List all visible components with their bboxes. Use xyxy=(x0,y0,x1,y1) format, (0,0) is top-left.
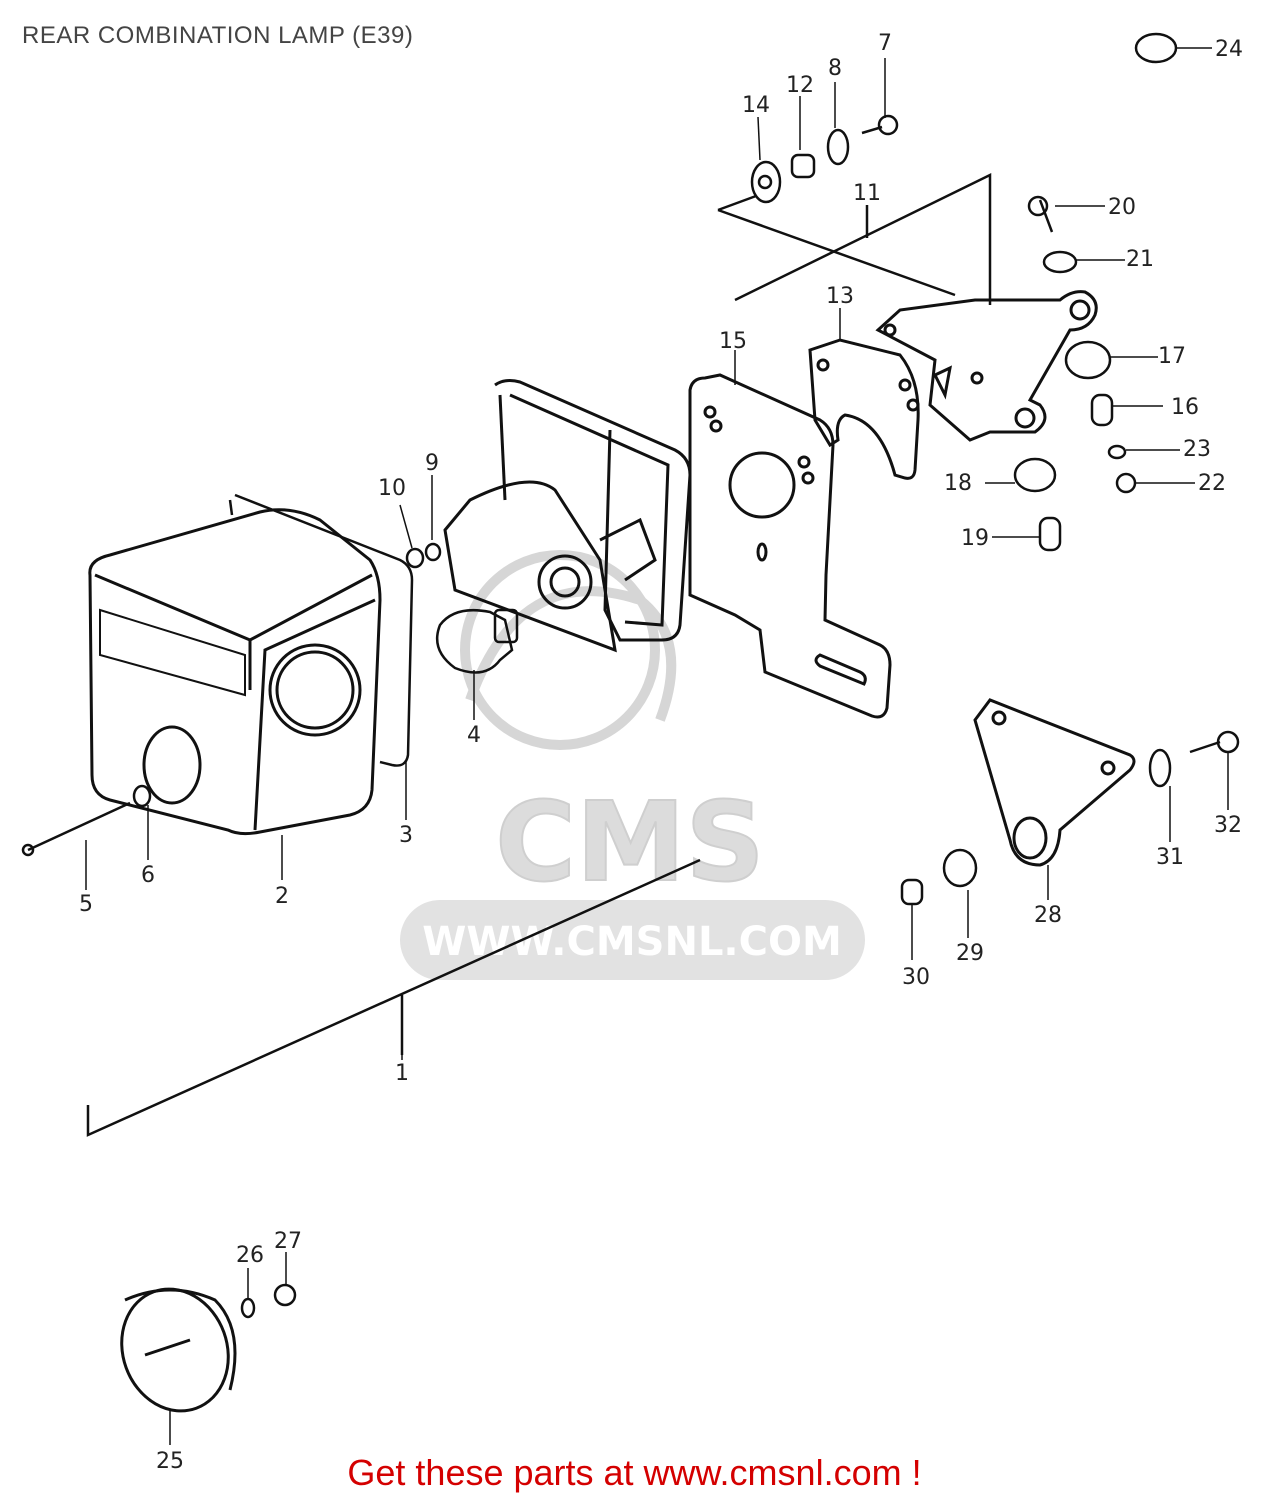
callout-20: 20 xyxy=(1108,195,1136,220)
watermark-url: WWW.CMSNL.COM xyxy=(422,919,842,965)
assembly-frame-1 xyxy=(86,858,701,1137)
callout-29: 29 xyxy=(956,941,984,966)
lamp-base-frame xyxy=(443,379,692,653)
callout-18: 18 xyxy=(944,471,972,496)
callout-5: 5 xyxy=(79,892,93,917)
callout-16: 16 xyxy=(1171,395,1199,420)
lamp-lens-housing xyxy=(88,508,382,836)
callout-8: 8 xyxy=(828,56,842,81)
assembly-frame-11 xyxy=(717,172,992,305)
callout-6: 6 xyxy=(141,863,155,888)
lamp-gasket xyxy=(228,493,414,767)
callout-28: 28 xyxy=(1034,903,1062,928)
small-hardware xyxy=(21,32,1240,1319)
bracket-lower xyxy=(973,698,1136,867)
callout-31: 31 xyxy=(1156,845,1184,870)
callout-26: 26 xyxy=(236,1243,264,1268)
leader-lines xyxy=(85,47,1229,1445)
watermark-logo: CMS xyxy=(495,778,764,906)
callout-27: 27 xyxy=(274,1229,302,1254)
callout-7: 7 xyxy=(878,31,892,56)
callout-25: 25 xyxy=(156,1449,184,1474)
callout-24: 24 xyxy=(1215,37,1243,62)
callout-30: 30 xyxy=(902,965,930,990)
callout-22: 22 xyxy=(1198,471,1226,496)
bracket-top xyxy=(875,290,1098,442)
page-title: REAR COMBINATION LAMP (E39) xyxy=(22,22,414,49)
spacer-plate xyxy=(808,338,920,480)
callout-3: 3 xyxy=(399,823,413,848)
mounting-plate xyxy=(688,373,892,719)
callout-23: 23 xyxy=(1183,437,1211,462)
callout-14: 14 xyxy=(742,93,770,118)
callout-19: 19 xyxy=(961,526,989,551)
callout-4: 4 xyxy=(467,723,481,748)
watermark xyxy=(400,550,865,980)
callout-11: 11 xyxy=(853,181,881,206)
callout-12: 12 xyxy=(786,73,814,98)
callout-9: 9 xyxy=(425,451,439,476)
callout-15: 15 xyxy=(719,329,747,354)
reflector-lens xyxy=(120,1287,237,1413)
parts-shop-link[interactable]: Get these parts at www.cmsnl.com ! xyxy=(347,1452,922,1493)
callout-2: 2 xyxy=(275,884,289,909)
callout-13: 13 xyxy=(826,284,854,309)
callout-1: 1 xyxy=(395,1061,409,1086)
bulb xyxy=(435,608,519,674)
callout-17: 17 xyxy=(1158,344,1186,369)
callout-32: 32 xyxy=(1214,813,1242,838)
callout-labels: 1 2 3 4 5 6 7 8 9 10 11 12 13 14 15 16 1… xyxy=(79,31,1243,1474)
callout-10: 10 xyxy=(378,476,406,501)
callout-21: 21 xyxy=(1126,247,1154,272)
